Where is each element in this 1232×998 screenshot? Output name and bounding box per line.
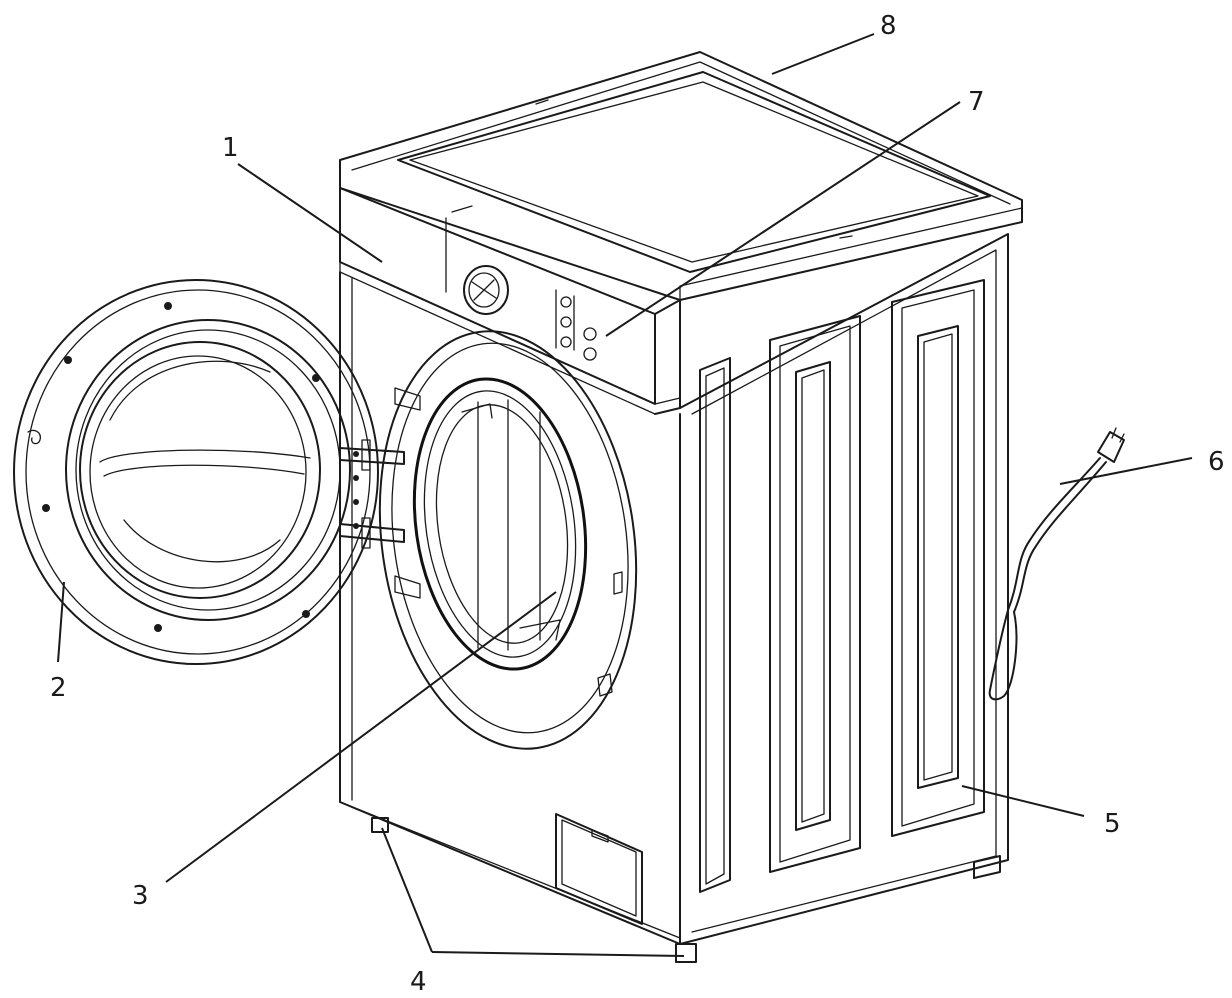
top-cover (339, 51, 1023, 301)
callout-7: 7 (968, 87, 985, 117)
callout-1: 1 (222, 133, 239, 163)
front-panel (339, 271, 697, 963)
open-door (13, 279, 405, 665)
door-glass (79, 341, 321, 599)
callout-lines (57, 33, 1193, 957)
door-ring (13, 279, 379, 665)
callout-6: 6 (1208, 447, 1225, 477)
door-opening (378, 330, 638, 750)
front-left-foot (371, 817, 389, 833)
callout-8: 8 (880, 11, 897, 41)
callout-5: 5 (1104, 809, 1121, 839)
callout-3: 3 (132, 881, 149, 911)
callout-4: 4 (410, 967, 427, 997)
door-hinge-lower (339, 523, 405, 543)
front-right-foot (675, 943, 697, 963)
option-button (583, 347, 597, 361)
program-knob (463, 265, 509, 315)
start-button (583, 327, 597, 341)
side-panel (679, 233, 1009, 945)
filter-cover (555, 813, 643, 925)
callout-2: 2 (50, 673, 67, 703)
power-cord (988, 427, 1125, 701)
side-rib-panel (891, 279, 985, 837)
power-plug (1097, 431, 1125, 463)
control-panel (339, 187, 681, 415)
door-hinge-upper (339, 447, 405, 465)
door-seal (412, 377, 588, 671)
